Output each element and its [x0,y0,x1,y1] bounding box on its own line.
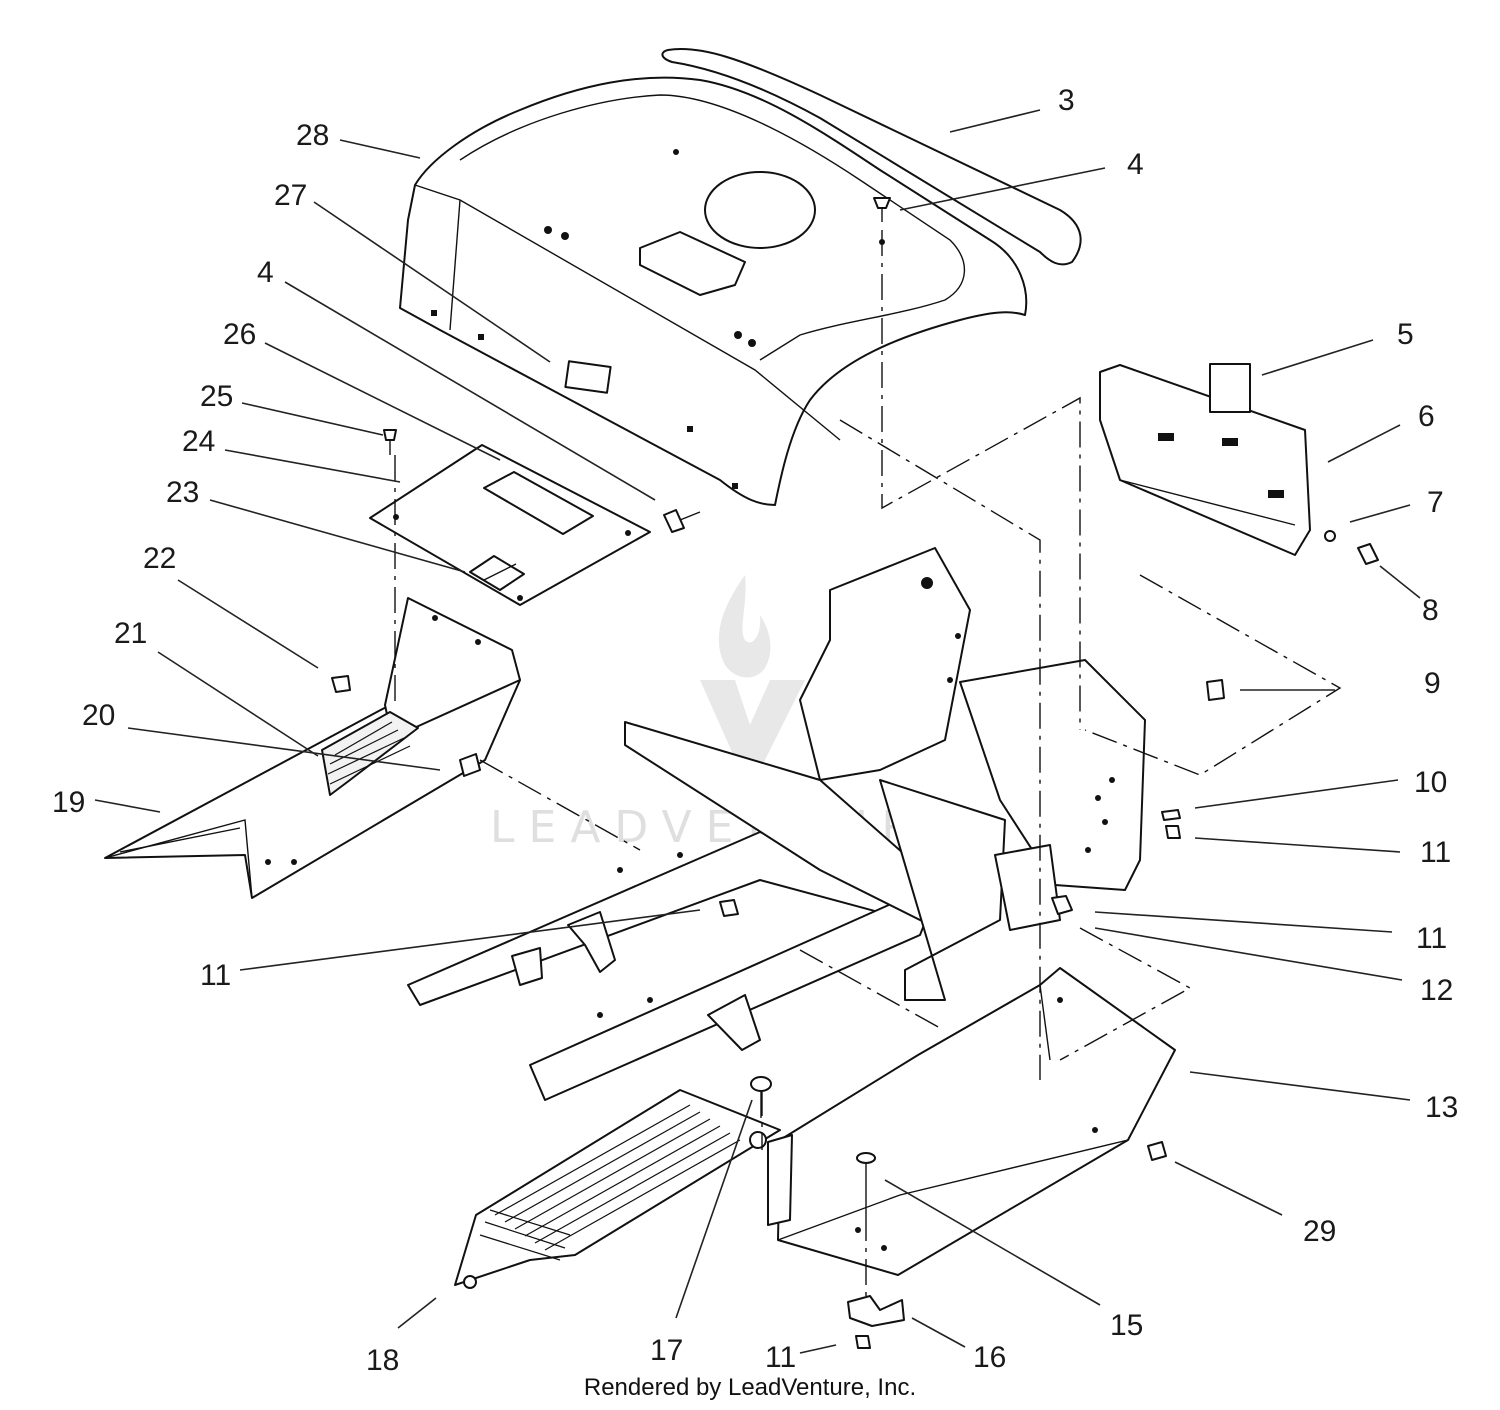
centerline-lower [1059,927,1192,1061]
callout-27: 27 [274,179,307,212]
part-9-clip[interactable] [1206,679,1225,701]
centerline-rail [479,759,941,1029]
callout-3: 3 [1058,84,1075,117]
frame-bracket-b [511,947,543,986]
part-26-plate-window [483,471,594,535]
callout-15: 15 [1110,1309,1143,1342]
callout-11: 11 [200,959,231,992]
part-18-foot-mat[interactable] [454,1089,781,1286]
part-12-pin[interactable] [1051,895,1073,915]
part-19-left-footrest[interactable] [104,679,521,899]
callout-labels: 3 4 28 27 4 26 25 24 23 22 21 20 19 5 6 … [52,84,1458,1377]
flame-icon [718,575,771,678]
part-20-clip[interactable] [459,753,481,777]
part-4-bolt-left[interactable] [663,509,701,533]
part-8-screw[interactable] [1357,543,1379,565]
part-25-bolt[interactable] [383,429,397,455]
callout-16: 16 [973,1341,1006,1374]
centerline-center [839,419,1041,1080]
callout-22: 22 [143,542,176,575]
centerline-hood-bolt [881,230,1081,730]
callout-5: 5 [1397,318,1414,351]
hood-inner-panel [459,94,966,361]
dash-right-panel [959,659,1146,891]
frame-bracket-c [707,994,761,1051]
callout-21: 21 [114,617,147,650]
callout-19: 19 [52,786,85,819]
part-11-nut-mid[interactable] [719,899,739,917]
callout-20: 20 [82,699,115,732]
callout-24: 24 [182,425,215,458]
frame-bracket-a [567,911,616,973]
leader-lines [94,109,1421,1354]
callout-13: 13 [1425,1091,1458,1124]
callout-17: 17 [650,1334,683,1367]
callout-9: 9 [1424,667,1441,700]
part-22-screw[interactable] [331,675,351,693]
chevron-v-icon [700,680,805,770]
callout-26: 26 [223,318,256,351]
part-4-bolt-top[interactable] [873,197,891,222]
part-11-nut-bottom[interactable] [855,1335,871,1349]
part-27-decal[interactable] [564,360,612,394]
callout-4: 4 [257,256,274,289]
centerline-bracket [1084,574,1342,776]
part-26-plate[interactable] [369,444,651,606]
dash-frame-pedestal [879,779,1006,1001]
callout-11: 11 [765,1341,796,1374]
callout-25: 25 [200,380,233,413]
hood-gauge-opening [704,171,816,249]
foot-mat-ribs [479,1104,741,1261]
part-7-washer[interactable] [1324,530,1336,542]
part-29-bolt[interactable] [1147,1141,1167,1161]
callout-8: 8 [1422,594,1439,627]
callout-28: 28 [296,119,329,152]
callout-7: 7 [1427,486,1444,519]
callout-11: 11 [1420,836,1451,869]
part-13-right-footrest[interactable] [777,967,1176,1276]
part-6-bracket[interactable] [1099,364,1311,556]
part-11-nut-right[interactable] [1165,825,1181,839]
part-10-washer[interactable] [1161,809,1181,821]
dash-frame-upper [799,547,971,781]
part-17-push-pin[interactable] [750,1076,772,1118]
hood-dash-opening [639,231,746,296]
part-15-pin[interactable] [856,1152,876,1215]
part-3-hood-trim[interactable] [661,47,1082,266]
callout-4: 4 [1127,148,1144,181]
callout-18: 18 [366,1344,399,1377]
part-16-clamp[interactable] [847,1295,905,1327]
callout-23: 23 [166,476,199,509]
callout-11: 11 [1416,922,1447,955]
part-5-decal[interactable] [1209,363,1251,413]
callout-12: 12 [1420,974,1453,1007]
callout-10: 10 [1414,766,1447,799]
render-credit: Rendered by LeadVenture, Inc. [584,1374,916,1401]
watermark-logo: LEADVENTURE [490,575,954,853]
part-13-side-flange [767,1134,793,1226]
callout-6: 6 [1418,400,1435,433]
callout-29: 29 [1303,1215,1336,1248]
centerline-pin [761,1090,867,1300]
dash-right-bracket [994,844,1061,931]
